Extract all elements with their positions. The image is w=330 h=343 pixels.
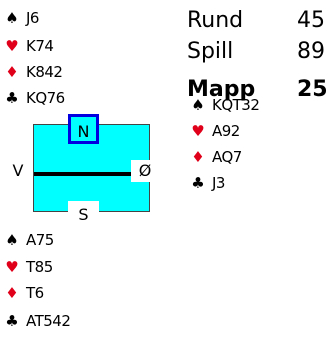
spade-icon: ♠ <box>191 96 205 114</box>
diamond-icon: ♦ <box>5 63 19 81</box>
seat-east[interactable]: Ø <box>131 160 159 182</box>
east-hearts-cards: A92 <box>212 122 240 140</box>
game-label: Spill <box>187 39 234 64</box>
spade-icon: ♠ <box>5 9 19 27</box>
folder-value: 25 <box>297 77 328 102</box>
diamond-icon: ♦ <box>191 148 205 166</box>
spade-icon: ♠ <box>5 231 19 249</box>
heart-icon: ♥ <box>5 37 19 55</box>
east-diamonds-cards: AQ7 <box>212 148 242 166</box>
table-divider <box>34 172 149 176</box>
south-spades-cards: A75 <box>26 231 54 249</box>
round-value: 45 <box>297 8 325 33</box>
club-icon: ♣ <box>5 312 19 330</box>
south-clubs-cards: AT542 <box>26 312 71 330</box>
game-line: Spill 89 <box>187 37 330 67</box>
round-line: Rund 45 <box>187 6 330 36</box>
north-spades-cards: J6 <box>26 9 39 27</box>
east-clubs-cards: J3 <box>212 174 225 192</box>
club-icon: ♣ <box>5 89 19 107</box>
north-diamonds-cards: K842 <box>26 63 63 81</box>
east-spades-cards: KQT32 <box>212 96 260 114</box>
north-hearts-cards: K74 <box>26 37 54 55</box>
seat-north[interactable]: N <box>68 114 99 144</box>
south-diamonds-cards: T6 <box>26 284 44 302</box>
folder-line: Mapp 25 <box>187 75 330 105</box>
heart-icon: ♥ <box>5 258 19 276</box>
diamond-icon: ♦ <box>5 284 19 302</box>
seat-south[interactable]: S <box>68 201 99 229</box>
round-label: Rund <box>187 8 244 33</box>
seat-west[interactable]: V <box>4 160 32 182</box>
game-value: 89 <box>297 39 325 64</box>
club-icon: ♣ <box>191 174 205 192</box>
north-clubs-cards: KQ76 <box>26 89 65 107</box>
south-hearts-cards: T85 <box>26 258 53 276</box>
heart-icon: ♥ <box>191 122 205 140</box>
folder-label: Mapp <box>187 77 256 102</box>
